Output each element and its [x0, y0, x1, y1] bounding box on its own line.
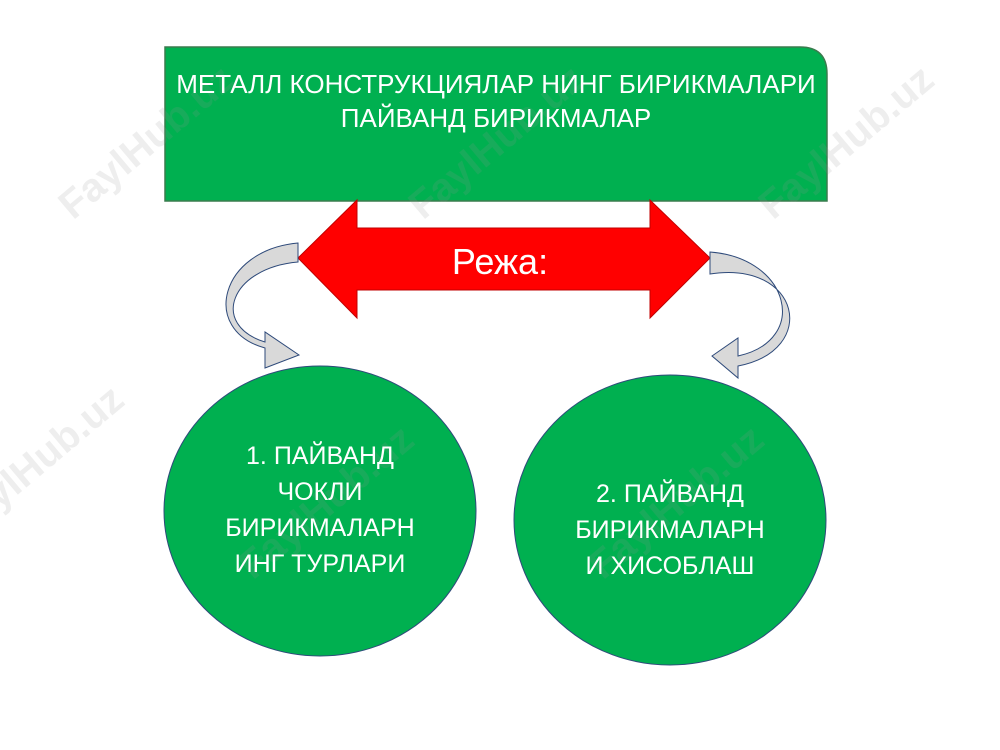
- right-circle: [513, 374, 827, 666]
- left-circle: [163, 365, 477, 657]
- header-title-line-2: ПАЙВАНД БИРИКМАЛАР: [340, 103, 652, 133]
- left-circle-line: 1. ПАЙВАНД: [246, 442, 394, 470]
- header-title-line-1: МЕТАЛЛ КОНСТРУКЦИЯЛАР НИНГ БИРИКМАЛАРИ: [176, 69, 816, 99]
- right-curved-arrow: [709, 251, 791, 380]
- left-circle-text: 1. ПАЙВАНД ЧОКЛИ БИРИКМАЛАРН ИНГ ТУРЛАРИ: [195, 400, 445, 620]
- header-title: МЕТАЛЛ КОНСТРУКЦИЯЛАР НИНГ БИРИКМАЛАРИ П…: [165, 26, 827, 176]
- left-circle-line: БИРИКМАЛАРН: [225, 514, 415, 542]
- left-circle-line: ИНГ ТУРЛАРИ: [234, 550, 406, 578]
- right-circle-line: БИРИКМАЛАРН: [575, 516, 765, 544]
- right-circle-text: 2. ПАЙВАНД БИРИКМАЛАРН И ХИСОБЛАШ: [545, 420, 795, 640]
- left-curved-arrow: [225, 242, 301, 369]
- header-box: [164, 46, 828, 202]
- arrow-label: Режа:: [451, 241, 549, 282]
- left-circle-line: ЧОКЛИ: [277, 478, 363, 506]
- right-circle-line: И ХИСОБЛАШ: [585, 552, 755, 580]
- right-circle-line: 2. ПАЙВАНД: [596, 480, 744, 508]
